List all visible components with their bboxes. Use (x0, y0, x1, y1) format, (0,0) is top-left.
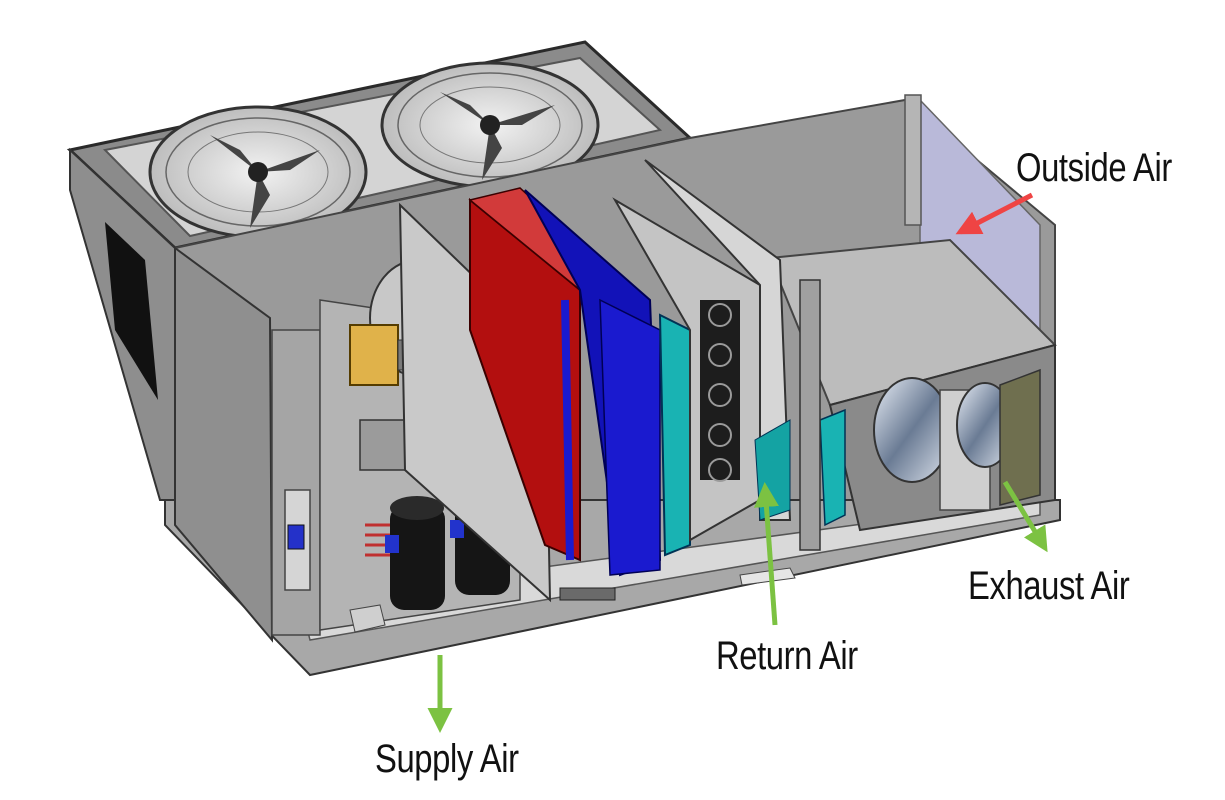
front-access-panel (174, 246, 274, 643)
return-air-arrow (753, 482, 779, 626)
supply-air-label: Supply Air (375, 737, 519, 781)
exhaust-air-arrow (1002, 480, 1048, 553)
return-air-label: Return Air (716, 634, 858, 678)
outside-air-label: Outside Air (1016, 146, 1172, 190)
damper-blades (700, 300, 740, 482)
exhaust-air-label: Exhaust Air (968, 564, 1130, 608)
compressor-icon (385, 496, 445, 610)
filter-rack (658, 313, 691, 557)
outside-air-arrow (955, 192, 1034, 235)
blower-wheel-icon (873, 377, 951, 483)
condenser-fan-icon (380, 61, 600, 189)
condenser-fan-icon (148, 105, 368, 239)
